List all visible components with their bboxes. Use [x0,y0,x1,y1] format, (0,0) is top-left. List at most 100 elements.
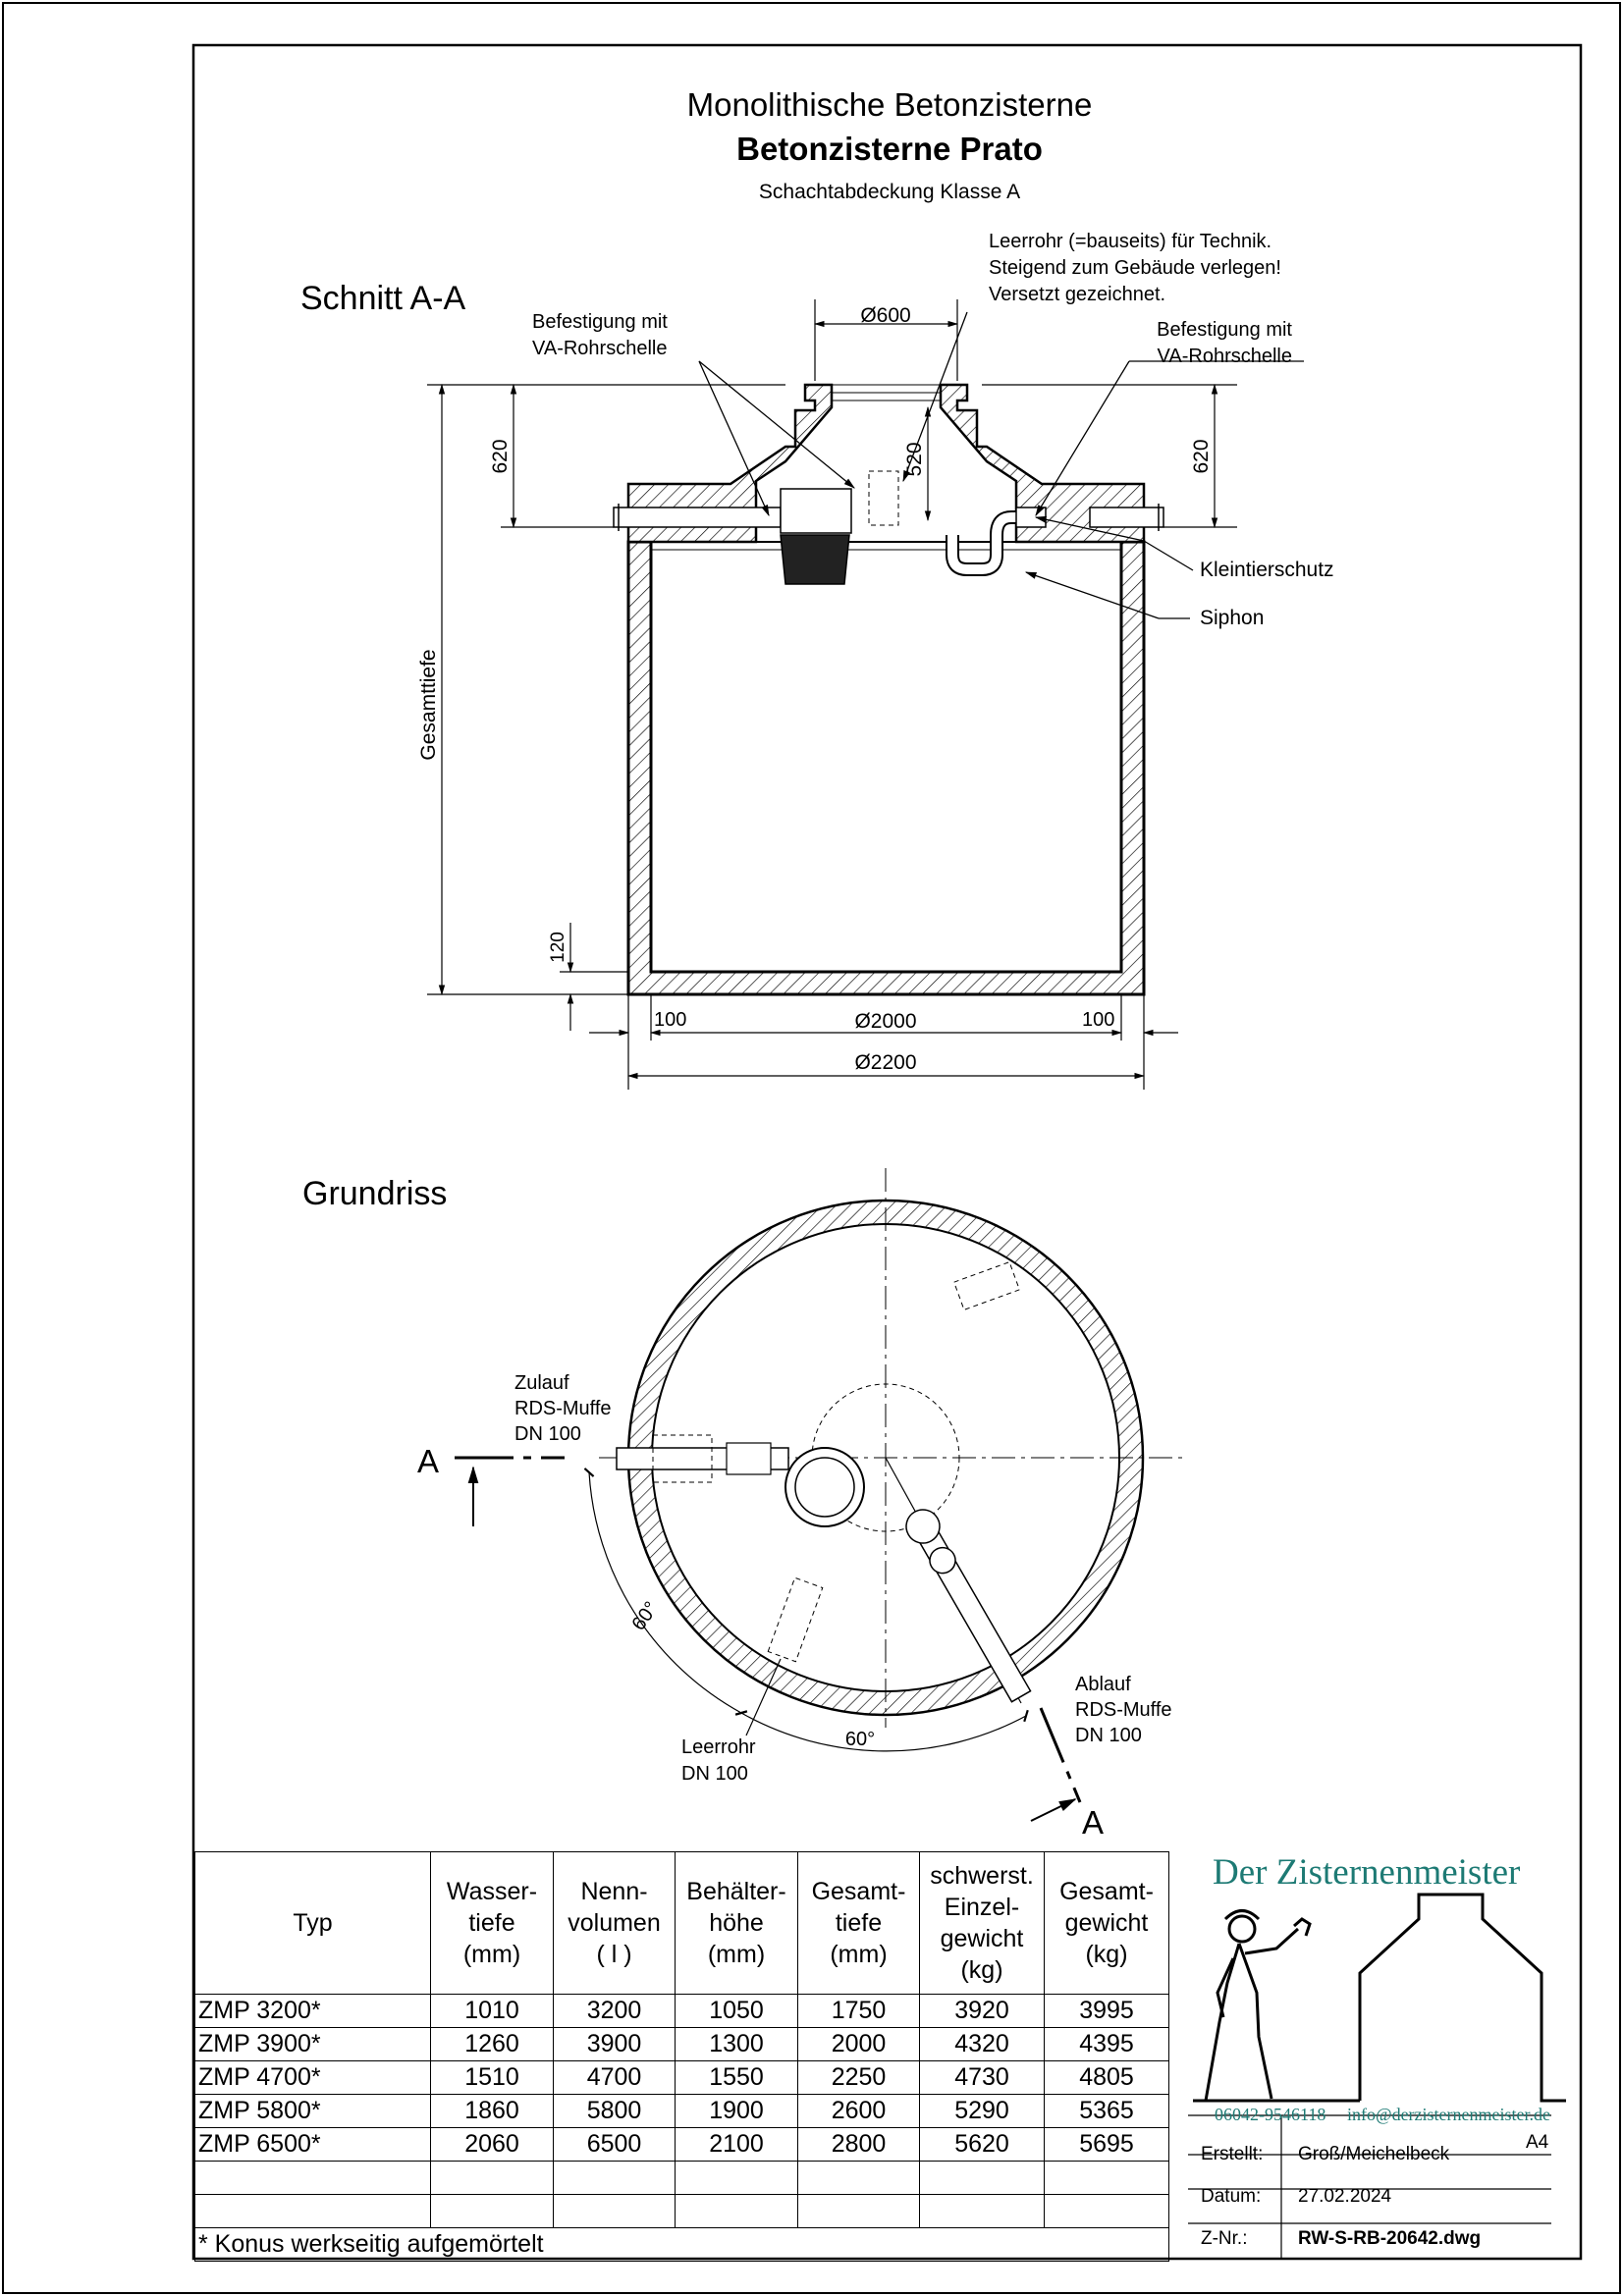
cell: 2100 [675,2127,798,2162]
sheet-format: A4 [1526,2132,1549,2153]
cell-typ: ZMP 3900* [194,2027,431,2061]
ablauf-2: RDS-Muffe [1075,1699,1172,1721]
cell: 4395 [1044,2027,1169,2061]
header-einzelgewicht: schwerst.Einzel-gewicht(kg) [919,1851,1045,1995]
cell: 4730 [919,2060,1045,2095]
titleblock-frame [1188,2114,1551,2259]
company-phone: 06042-9546118 [1215,2105,1326,2124]
label-siphon: Siphon [1200,607,1264,629]
label-befestigung-left-2: VA-Rohrschelle [532,338,667,359]
cell [430,2194,554,2228]
label-leerrohr-3: Versetzt gezeichnet. [989,284,1165,305]
leerrohr-plan-1: Leerrohr [681,1736,756,1758]
section-heading: Schnitt A-A [300,280,466,317]
cell-typ: ZMP 3200* [194,1994,431,2028]
cell [797,2161,920,2195]
table-footnote-row: * Konus werkseitig aufgemörtelt [194,2227,1169,2262]
znr-value: RW-S-RB-20642.dwg [1298,2228,1482,2249]
dim-120: 120 [548,932,568,963]
cell: 1550 [675,2060,798,2095]
zulauf-1: Zulauf [514,1372,569,1394]
cell [553,2194,676,2228]
cell: 1300 [675,2027,798,2061]
section-dimensions [427,299,1237,1090]
cell: 1010 [430,1994,554,2028]
zulauf-3: DN 100 [514,1423,581,1445]
label-befestigung-right-2: VA-Rohrschelle [1158,346,1292,367]
title-line2: Betonzisterne Prato [736,131,1043,167]
label-leerrohr-1: Leerrohr (=bauseits) für Technik. [989,231,1271,252]
cell [194,2194,431,2228]
cell: 2600 [797,2094,920,2128]
label-kleintierschutz: Kleintierschutz [1200,559,1334,581]
cut-label-left: A [417,1443,439,1479]
cell: 1860 [430,2094,554,2128]
cell: 5800 [553,2094,676,2128]
table-row-empty [194,2161,1169,2195]
dim-620-right: 620 [1190,439,1213,473]
header-gesamttiefe: Gesamt-tiefe(mm) [797,1851,920,1995]
header-behaelterhoehe: Behälter-höhe(mm) [675,1851,798,1995]
cell [430,2161,554,2195]
cell: 5365 [1044,2094,1169,2128]
cell [675,2161,798,2195]
cell: 1260 [430,2027,554,2061]
angle-left: 60° [627,1598,662,1634]
cell: 5695 [1044,2127,1169,2162]
znr-label: Z-Nr.: [1201,2228,1248,2249]
cell: 2000 [797,2027,920,2061]
cell: 2250 [797,2060,920,2095]
spec-table: Typ Wasser-tiefe(mm) Nenn-volumen( l ) B… [194,1851,1169,2262]
table-header-row: Typ Wasser-tiefe(mm) Nenn-volumen( l ) B… [194,1851,1169,1995]
cell: 5620 [919,2127,1045,2162]
cell: 2800 [797,2127,920,2162]
cell-typ: ZMP 6500* [194,2127,431,2162]
cell: 6500 [553,2127,676,2162]
dim-520: 520 [903,442,926,476]
header-wassertiefe: Wasser-tiefe(mm) [430,1851,554,1995]
ablauf-1: Ablauf [1075,1674,1131,1695]
header-nennvolumen: Nenn-volumen( l ) [553,1851,676,1995]
datum-value: 27.02.2024 [1298,2186,1392,2207]
dim-opening: Ø600 [860,304,910,327]
angle-bottom: 60° [845,1729,875,1750]
dim-100-right: 100 [1082,1009,1114,1031]
dim-inner: Ø2000 [854,1010,916,1033]
cell [797,2194,920,2228]
logo-artwork [1193,1893,1566,2103]
tank-section [613,383,1164,996]
cell [675,2194,798,2228]
title-line3: Schachtabdeckung Klasse A [759,181,1020,203]
cell: 4700 [553,2060,676,2095]
zulauf-2: RDS-Muffe [514,1398,612,1419]
dim-outer: Ø2200 [854,1051,916,1074]
dim-100-left: 100 [654,1009,686,1031]
cell: 1750 [797,1994,920,2028]
cell: 5290 [919,2094,1045,2128]
cell: 4805 [1044,2060,1169,2095]
ablauf-3: DN 100 [1075,1725,1142,1746]
cell: 4320 [919,2027,1045,2061]
dim-620-left: 620 [489,439,512,473]
title-line1: Monolithische Betonzisterne [687,86,1093,123]
cell [553,2161,676,2195]
cell [919,2161,1045,2195]
cell-typ: ZMP 4700* [194,2060,431,2095]
company-email: info@derzisternenmeister.de [1347,2105,1550,2124]
cell: 1050 [675,1994,798,2028]
header-typ: Typ [194,1851,431,1995]
cut-label-right: A [1082,1804,1104,1841]
cell-typ: ZMP 5800* [194,2094,431,2128]
plan-heading: Grundriss [302,1175,447,1212]
cell: 3200 [553,1994,676,2028]
erstellt-label: Erstellt: [1201,2144,1264,2164]
company-logo-text: Der Zisternenmeister [1213,1852,1521,1893]
section-leaders [698,311,1304,619]
cell: 1900 [675,2094,798,2128]
cell: 2060 [430,2127,554,2162]
